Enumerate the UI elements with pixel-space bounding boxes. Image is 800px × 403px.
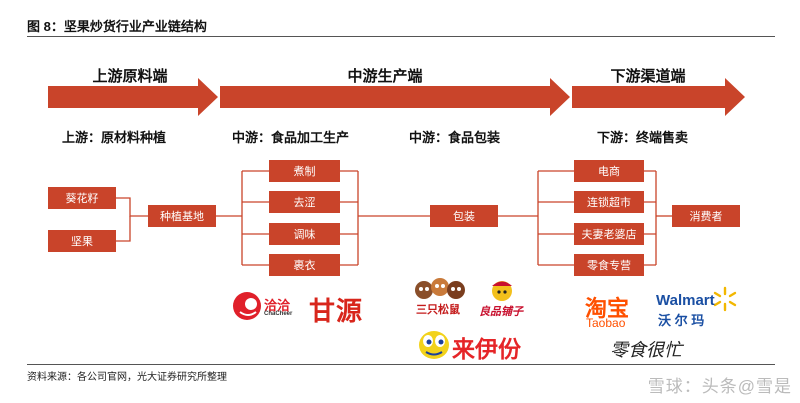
connector-nuts: [116, 216, 131, 242]
source-note: 资料来源：各公司官网，光大证券研究所整理: [27, 372, 227, 383]
laiyifen-mark: [419, 331, 449, 359]
node-snack-store: 零食专营: [574, 254, 644, 276]
node-supermarket: 连锁超市: [574, 191, 644, 213]
three-squirrels-logo: 三只松鼠: [416, 304, 460, 316]
node-astringent: 去涩: [269, 191, 340, 213]
node-coating: 裹衣: [269, 254, 340, 276]
walmart-spark-icon: [713, 286, 737, 312]
footer-divider: [27, 364, 775, 365]
connector-process-bracket-right: [340, 170, 358, 266]
upstream-arrow: [48, 78, 218, 116]
qiaqia-logo-en: ChaCheer: [264, 311, 293, 317]
node-consumer: 消费者: [672, 205, 740, 227]
qiaqia-logo-mark: [233, 292, 261, 320]
laiyifen-logo: 来伊份: [452, 336, 521, 362]
node-packaging: 包装: [430, 205, 498, 227]
walmart-logo-cn: 沃 尔 玛: [658, 313, 705, 328]
snack-busy-logo: 零食很忙: [610, 340, 682, 361]
taobao-logo-en: Taobao: [586, 316, 626, 330]
node-planting-base: 种植基地: [148, 205, 216, 227]
node-mom-pop: 夫妻老婆店: [574, 223, 644, 245]
node-nuts: 坚果: [48, 230, 116, 252]
qiaqia-logo-text: 洽洽: [264, 298, 291, 313]
taobao-logo: 淘宝: [585, 296, 630, 321]
stage-midstream-label: 中游生产端: [347, 68, 423, 85]
stage-downstream-label: 下游渠道端: [610, 68, 686, 85]
stage-upstream-label: 上游原料端: [92, 68, 168, 85]
node-seasoning: 调味: [269, 223, 340, 245]
node-sunflower: 葵花籽: [48, 187, 116, 209]
walmart-logo: Walmart: [656, 292, 715, 309]
three-squirrels-mark: [415, 278, 465, 299]
watermark: 雪球：头条@雪是: [647, 377, 792, 396]
figure-title: 图 8：坚果炒货行业产业链结构: [27, 19, 207, 34]
sub-label-downstream: 下游：终端售卖: [597, 130, 689, 145]
ganyuan-logo: 甘源: [309, 296, 364, 326]
downstream-arrow: [572, 78, 745, 116]
sub-label-upstream: 上游：原材料种植: [62, 130, 167, 145]
midstream-arrow: [220, 78, 570, 116]
connector-sunflower: [116, 197, 148, 217]
node-cooking: 煮制: [269, 160, 340, 182]
node-ecommerce: 电商: [574, 160, 644, 182]
sub-label-mid-process: 中游：食品加工生产: [232, 130, 350, 145]
title-divider: [27, 36, 775, 37]
bestore-logo: 良品铺子: [479, 306, 523, 318]
sub-label-mid-package: 中游：食品包装: [409, 130, 501, 145]
bestore-mark: [492, 281, 512, 301]
